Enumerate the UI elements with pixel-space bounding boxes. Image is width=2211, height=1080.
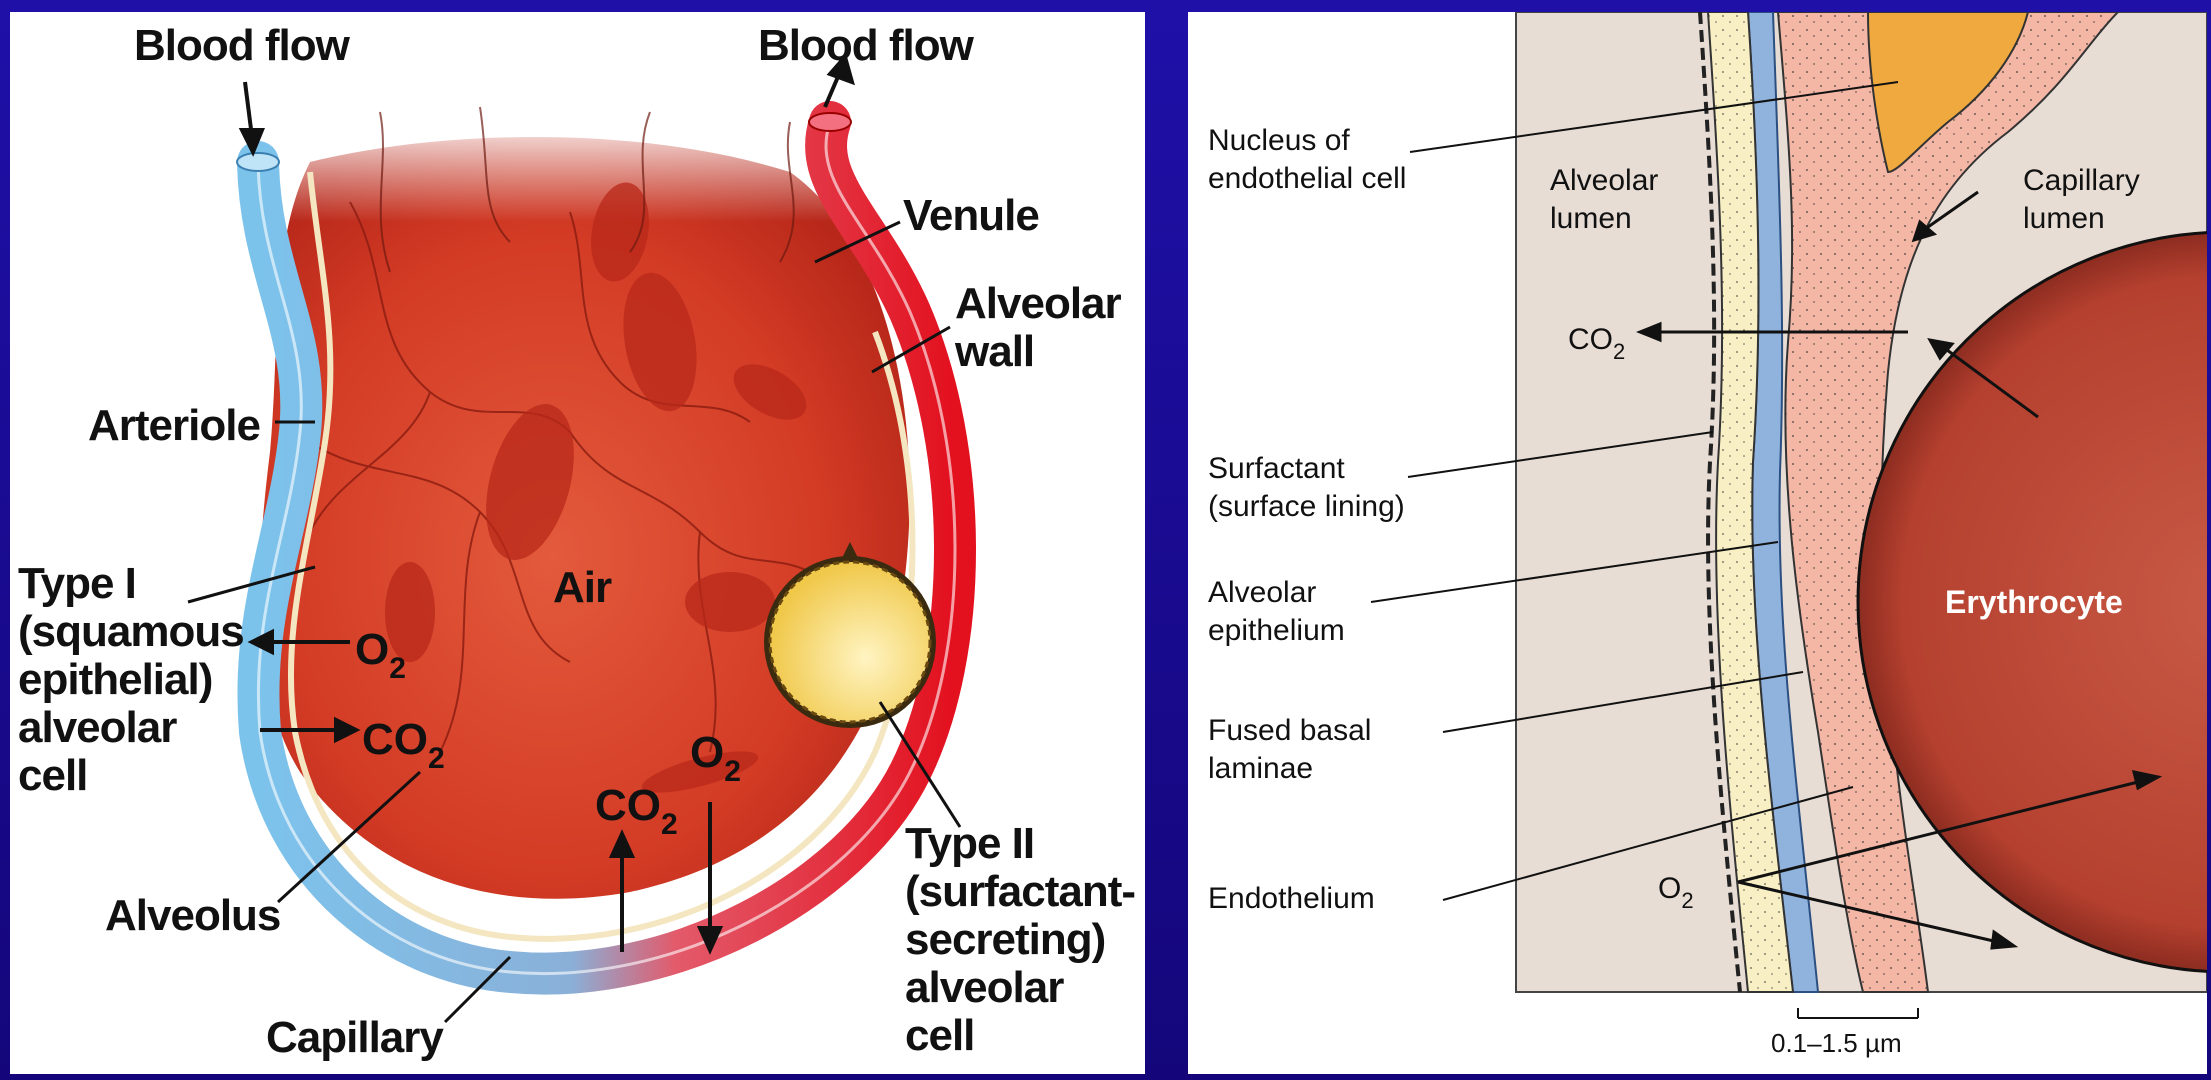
scale-label: 0.1–1.5 µm [1771, 1028, 1902, 1058]
svg-text:CO2: CO2 [595, 781, 678, 841]
alveolar-epithelium-label: Alveolar epithelium [1208, 576, 1345, 647]
capillary-lumen-label: Capillary lumen [2023, 164, 2140, 235]
air-label: Air [553, 563, 612, 612]
respiratory-membrane-panel: CO2 O2 Nucleus of endothelial cell Alveo… [1188, 12, 2207, 1074]
venule-label: Venule [903, 191, 1040, 240]
endothelium-label: Endothelium [1208, 882, 1375, 915]
co2-label-bottom: CO [595, 781, 661, 830]
respiratory-membrane-illustration: CO2 O2 [1370, 12, 2207, 1019]
blood-flow-out-label: Blood flow [758, 21, 974, 70]
o2-label-right: O [1658, 872, 1681, 905]
surfactant-label: Surfactant (surface lining) [1208, 452, 1405, 523]
type-ii-cell [764, 542, 936, 728]
surfactant-line [1698, 12, 1742, 993]
svg-text:O2: O2 [1658, 872, 1694, 913]
o2-label-bottom: O [690, 728, 724, 777]
alveolus-illustration: O2 CO2 CO2 O2 [187, 52, 976, 1024]
alveolar-wall-label: Alveolar wall [955, 279, 1122, 376]
svg-text:CO2: CO2 [1568, 323, 1625, 364]
capillary-label: Capillary [266, 1013, 444, 1062]
alveolus-label: Alveolus [105, 891, 281, 940]
alveolar-lumen-label: Alveolar lumen [1550, 164, 1659, 235]
fused-basal-laminae-label: Fused basal laminae [1208, 714, 1372, 785]
type-i-cell-label: Type I (squamous epithelial) alveolar ce… [18, 559, 245, 800]
co2-label-left: CO [362, 715, 428, 764]
co2-label-right: CO [1568, 323, 1613, 356]
svg-text:CO2: CO2 [362, 715, 445, 775]
arteriole-label: Arteriole [88, 401, 261, 450]
endothelial-nucleus [1866, 12, 2030, 174]
alveolus-sac [259, 137, 910, 899]
nucleus-label: Nucleus of endothelial cell [1208, 124, 1407, 195]
type-ii-cell-label: Type II (surfactant- secreting) alveolar… [905, 819, 1136, 1060]
svg-text:O2: O2 [355, 625, 406, 685]
erythrocyte-label: Erythrocyte [1945, 584, 2123, 620]
blood-flow-in-label: Blood flow [134, 21, 350, 70]
alveolus-diagram-panel: O2 CO2 CO2 O2 Blood flow Blood flow Venu… [10, 12, 1145, 1074]
svg-text:O2: O2 [690, 728, 741, 788]
o2-label-left: O [355, 625, 389, 674]
